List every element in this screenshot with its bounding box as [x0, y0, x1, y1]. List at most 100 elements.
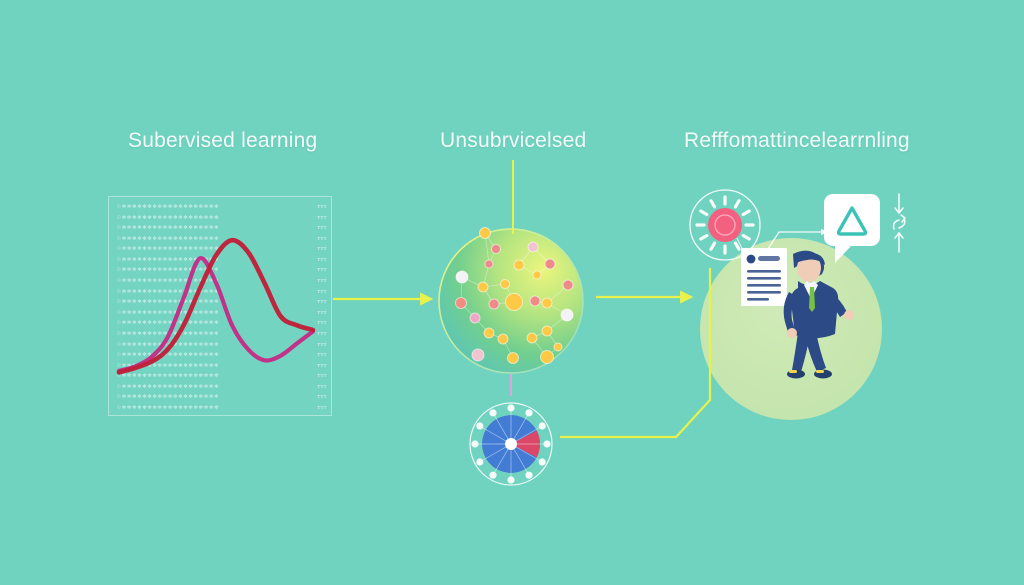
data-matrix-row: ☉✻✻✻✻✻✻✻✻✻✻✻✻✻✻✻✻✻✻✻ᴛᴛᴛ [117, 277, 327, 284]
network-node [527, 241, 539, 253]
person-leg-left [792, 332, 810, 372]
cluster-satellite-node [476, 458, 484, 466]
network-node [488, 298, 500, 310]
data-matrix-cells: ☉✻✻✻✻✻✻✻✻✻✻✻✻✻✻✻✻✻✻✻ [117, 308, 220, 316]
data-matrix-tail: ᴛᴛᴛ [317, 403, 327, 411]
cluster-spoke [510, 443, 543, 463]
network-node [497, 333, 509, 345]
cluster-sphere [462, 395, 560, 493]
data-matrix-cells: ☉✻✻✻✻✻✻✻✻✻✻✻✻✻✻✻✻✻✻✻ [117, 255, 220, 263]
network-node [562, 279, 574, 291]
section-label-supervised: Subervised learning [128, 129, 318, 152]
data-matrix-row: ☉✻✻✻✻✻✻✻✻✻✻✻✻✻✻✻✻✻✻✻ᴛᴛᴛ [117, 319, 327, 326]
data-matrix-cells: ☉✻✻✻✻✻✻✻✻✻✻✻✻✻✻✻✻✻✻✻ [117, 298, 220, 306]
data-matrix-cells: ☉✻✻✻✻✻✻✻✻✻✻✻✻✻✻✻✻✻✻✻ [117, 234, 220, 242]
data-matrix-row: ☉✻✻✻✻✻✻✻✻✻✻✻✻✻✻✻✻✻✻✻ ᴛᴛᴛ [117, 288, 327, 295]
network-node [532, 270, 542, 280]
network-node [491, 244, 501, 254]
person-head [797, 254, 821, 282]
data-matrix-grid: ☉✻✻✻✻✻✻✻✻✻✻✻✻✻✻✻✻✻✻✻ ᴛᴛᴛ ☉✻✻✻✻✻✻✻✻✻✻✻✻✻✻✻✻… [117, 203, 327, 411]
person-leg-right [805, 332, 826, 372]
data-matrix-row: ☉✻✻✻✻✻✻✻✻✻✻✻✻✻✻✻✻✻✻✻ ᴛᴛᴛ [117, 362, 327, 369]
data-matrix-tail: ᴛᴛᴛ [317, 245, 327, 253]
sun-ray [699, 233, 709, 241]
cluster-satellite-node [525, 471, 533, 479]
sun-core-inner [714, 214, 736, 236]
data-matrix-row: ☉✻✻✻✻✻✻✻✻✻✻✻✻✻✻✻✻✻✻✻ ᴛᴛᴛ [117, 245, 327, 252]
data-matrix-cells: ☉✻✻✻✻✻✻✻✻✻✻✻✻✻✻✻✻✻✻✻ [117, 203, 220, 210]
data-matrix-cells: ☉✻✻✻✻✻✻✻✻✻✻✻✻✻✻✻✻✻✻✻ [117, 245, 220, 253]
data-matrix-row: ☉✻✻✻✻✻✻✻✻✻✻✻✻✻✻✻✻✻✻✻ᴛᴛᴛ [117, 298, 327, 305]
cluster-satellite-node [507, 476, 515, 484]
data-matrix-row: ☉✻✻✻✻✻✻✻✻✻✻✻✻✻✻✻✻✻✻✻ᴛᴛᴛ [117, 383, 327, 390]
network-node [500, 279, 510, 289]
cluster-satellite-node [489, 409, 497, 417]
data-matrix-cells: ☉✻✻✻✻✻✻✻✻✻✻✻✻✻✻✻✻✻✻✻ [117, 287, 220, 295]
cluster-spoke [510, 425, 543, 445]
agent-person-figure [765, 248, 861, 384]
data-matrix-cells: ☉✻✻✻✻✻✻✻✻✻✻✻✻✻✻✻✻✻✻✻ [117, 213, 220, 221]
arrow-curve-head [900, 214, 907, 223]
network-node [560, 308, 574, 322]
network-node [507, 352, 519, 364]
person-hair-front [795, 252, 825, 265]
data-matrix-cells: ☉✻✻✻✻✻✻✻✻✻✻✻✻✻✻✻✻✻✻✻ [117, 382, 220, 390]
data-matrix-row: ☉✻✻✻✻✻✻✻✻✻✻✻✻✻✻✻✻✻✻✻ᴛᴛᴛ [117, 341, 327, 348]
network-node [455, 297, 467, 309]
feedback-speech-bubble [823, 193, 881, 265]
network-node [483, 327, 495, 339]
data-matrix-tail: ᴛᴛᴛ [317, 287, 327, 295]
data-matrix-cells: ☉✻✻✻✻✻✻✻✻✻✻✻✻✻✻✻✻✻✻✻ [117, 266, 220, 274]
network-node [469, 312, 481, 324]
data-matrix-row: ☉✻✻✻✻✻✻✻✻✻✻✻✻✻✻✻✻✻✻✻ᴛᴛᴛ [117, 266, 327, 273]
sun-ray [699, 209, 709, 217]
data-matrix-row: ☉✻✻✻✻✻✻✻✻✻✻✻✻✻✻✻✻✻✻✻ᴛᴛᴛ [117, 330, 327, 337]
cluster-spoke [479, 425, 512, 445]
person-shoe-accent-right [816, 370, 824, 373]
cluster-satellites [471, 404, 551, 484]
data-matrix-tail: ᴛᴛᴛ [317, 234, 327, 242]
section-label-unsupervised: Unsubrvicelsed [440, 129, 587, 152]
network-node [541, 325, 553, 337]
data-matrix-row: ☉✻✻✻✻✻✻✻✻✻✻✻✻✻✻✻✻✻✻✻ᴛᴛᴛ [117, 224, 327, 231]
supervised-data-panel: ☉✻✻✻✻✻✻✻✻✻✻✻✻✻✻✻✻✻✻✻ ᴛᴛᴛ ☉✻✻✻✻✻✻✻✻✻✻✻✻✻✻✻✻… [108, 196, 332, 416]
data-matrix-tail: ᴛᴛᴛ [317, 372, 327, 380]
cluster-satellite-node [471, 440, 479, 448]
sun-rays [695, 195, 755, 255]
data-matrix-cells: ☉✻✻✻✻✻✻✻✻✻✻✻✻✻✻✻✻✻✻✻ [117, 351, 220, 359]
network-node [526, 332, 538, 344]
arrow-curve-left [892, 219, 900, 230]
cluster-satellite-node [538, 458, 546, 466]
doc-avatar-icon [746, 254, 756, 264]
network-node [544, 258, 556, 270]
cluster-outer-ring [469, 402, 553, 486]
data-matrix-tail: ᴛᴛᴛ [317, 255, 327, 263]
data-matrix-tail: ᴛᴛᴛ [317, 308, 327, 316]
data-matrix-cells: ☉✻✻✻✻✻✻✻✻✻✻✻✻✻✻✻✻✻✻✻ [117, 224, 220, 232]
network-node [513, 259, 525, 271]
data-matrix-row: ☉✻✻✻✻✻✻✻✻✻✻✻✻✻✻✻✻✻✻✻ ᴛᴛᴛ [117, 235, 327, 242]
data-matrix-row: ☉✻✻✻✻✻✻✻✻✻✻✻✻✻✻✻✻✻✻✻ ᴛᴛᴛ [117, 214, 327, 221]
network-node [540, 350, 554, 364]
sun-outer-ring [689, 189, 761, 261]
network-node [553, 342, 563, 352]
sun-ray [709, 199, 717, 209]
data-matrix-row: ☉✻✻✻✻✻✻✻✻✻✻✻✻✻✻✻✻✻✻✻ᴛᴛᴛ [117, 393, 327, 400]
data-matrix-row: ☉✻✻✻✻✻✻✻✻✻✻✻✻✻✻✻✻✻✻✻ᴛᴛᴛ [117, 351, 327, 358]
cluster-spoke [479, 443, 512, 463]
cluster-core [505, 438, 517, 450]
data-matrix-row: ☉✻✻✻✻✻✻✻✻✻✻✻✻✻✻✻✻✻✻✻ᴛᴛᴛ [117, 404, 327, 411]
reward-sun-icon [688, 188, 762, 262]
arrow-down-head [894, 207, 904, 215]
cluster-satellite-node [507, 404, 515, 412]
sun-core [708, 208, 742, 242]
data-matrix-cells: ☉✻✻✻✻✻✻✻✻✻✻✻✻✻✻✻✻✻✻✻ [117, 361, 220, 369]
data-matrix-tail: ᴛᴛᴛ [317, 277, 327, 285]
data-matrix-tail: ᴛᴛᴛ [317, 361, 327, 369]
cluster-satellite-node [525, 409, 533, 417]
cluster-satellite-node [489, 471, 497, 479]
doc-text-lines [747, 270, 781, 301]
data-matrix-tail: ᴛᴛᴛ [317, 213, 327, 221]
sun-ray [741, 209, 751, 217]
network-node [479, 227, 491, 239]
